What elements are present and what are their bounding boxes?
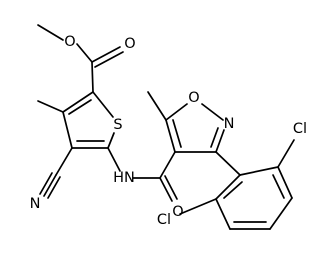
bond-ar3-ar4 <box>269 197 293 230</box>
bond-c2-c3 <box>62 91 94 113</box>
bond-s-c2 <box>92 91 114 118</box>
bond-ar5-ar6 <box>215 198 231 230</box>
bond-ni-c3i-inner <box>210 127 219 148</box>
bond-cn-triple-3 <box>47 176 61 199</box>
bond-amide-c-o-2 <box>164 175 178 200</box>
atom-label-thiophene-s: S <box>113 117 122 133</box>
atom-label-nitrile-n: N <box>30 196 41 212</box>
atom-label-ester-o-carbonyl: O <box>124 36 135 52</box>
bond-ni-c3i <box>215 129 225 153</box>
bond-oi-ni <box>201 103 224 121</box>
bond-amide-c-isoxazole <box>159 151 176 179</box>
bond-ar1-ar2 <box>239 166 279 176</box>
bond-carbonyl-c-o-2 <box>94 51 124 68</box>
bond-c2-c3-inner <box>68 99 92 115</box>
bond-carbonyl-c-o-1 <box>91 46 121 63</box>
bond-c3-c4 <box>62 111 73 149</box>
bond-ar2-ar3-inner <box>272 174 285 199</box>
bond-ar6-ar1 <box>215 174 241 200</box>
bond-c4i-c5i-inner <box>172 119 182 148</box>
bond-ar2-ar3 <box>277 166 293 199</box>
atom-label-cl-top: Cl <box>293 121 307 137</box>
bond-cn-triple-2 <box>39 172 53 195</box>
bond-c5i-oi <box>165 103 188 121</box>
bond-ester-to-thiophene <box>91 61 94 93</box>
bond-c4i-c5i <box>165 119 176 153</box>
bonds <box>37 24 295 230</box>
atom-label-cl-bottom: Cl <box>157 212 171 228</box>
bond-o-carbonyl-c <box>76 43 93 63</box>
bond-methyl-o <box>37 24 64 41</box>
bond-c4-cn <box>55 147 73 176</box>
atom-label-amide-nh: HN <box>113 170 135 186</box>
bond-ar6-cl <box>179 198 217 215</box>
atom-label-isoxazole-n: N <box>224 116 235 132</box>
bond-ar2-cl <box>277 139 295 168</box>
bond-amide-c-o-1 <box>159 177 173 202</box>
bond-c3i-aryl <box>215 151 241 176</box>
bond-c5i-methyl <box>147 91 167 121</box>
atom-label-isoxazole-o: O <box>188 90 199 106</box>
atom-label-amide-o: O <box>172 204 183 220</box>
atom-label-ester-o-methyl: O <box>64 34 75 50</box>
bond-ar6-ar1-inner <box>223 181 243 199</box>
atom-labels: O O S N HN O O N Cl Cl <box>30 34 308 228</box>
bond-c5-nh <box>107 147 121 172</box>
bond-cn-triple-1 <box>43 174 57 197</box>
bond-c5-s <box>107 132 115 149</box>
bond-c3-methyl <box>37 100 64 113</box>
